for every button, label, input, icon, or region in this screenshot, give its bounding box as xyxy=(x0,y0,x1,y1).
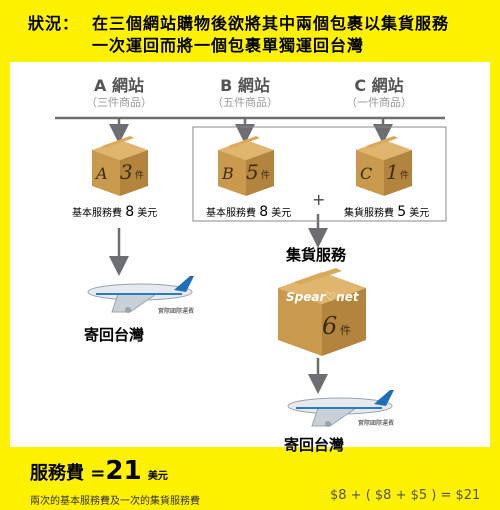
package-c-count: 1 xyxy=(386,160,399,184)
ship-home-b: 寄回台灣 xyxy=(284,436,345,454)
consolidation-title: 集貨服務 xyxy=(286,246,347,264)
site-b-fee-unit: 美元 xyxy=(271,208,292,219)
header-line-2: 一次運回而將一個包裹單獨運回台灣 xyxy=(92,36,365,55)
site-b-fee-value: 8 xyxy=(259,204,269,220)
consolidated-count: 6 xyxy=(322,312,338,340)
consolidated-unit: 件 xyxy=(340,324,351,337)
site-b-title: B 網站 xyxy=(220,76,270,95)
package-a-letter: A xyxy=(96,164,108,183)
package-b-letter: B xyxy=(222,164,234,183)
service-fee-equals: = xyxy=(90,463,106,484)
package-c-letter: C xyxy=(360,164,373,183)
heart-icon: ♡ xyxy=(325,290,337,304)
spearnet-logo-right: net xyxy=(336,290,359,304)
service-fee-unit: 美元 xyxy=(147,471,168,482)
package-b-unit: 件 xyxy=(261,171,271,181)
spearnet-logo-text: Spear♡net xyxy=(286,290,359,304)
service-fee-label: 服務費 xyxy=(30,463,84,484)
site-c-fee: 集貨服務費 5 美元 xyxy=(344,204,429,220)
service-fee-total: 服務費 =21 美元 xyxy=(30,456,168,486)
site-a-fee-label: 基本服務費 xyxy=(72,208,122,219)
site-a-title: A 網站 xyxy=(94,76,144,95)
package-a-icon xyxy=(92,136,148,196)
site-b-sub: （五件商品） xyxy=(212,96,278,109)
service-fee-note: 兩次的基本服務費及一次的集貨服務費 xyxy=(30,496,200,507)
header-line-1: 在三個網站購物後欲將其中兩個包裹以集貨服務 xyxy=(92,14,450,33)
site-a-fee: 基本服務費 8 美元 xyxy=(72,204,157,220)
site-a-fee-unit: 美元 xyxy=(137,208,158,219)
site-c-fee-label: 集貨服務費 xyxy=(344,208,394,219)
package-b-count: 5 xyxy=(246,160,259,184)
site-c-sub: （一件商品） xyxy=(346,96,412,109)
package-a-unit: 件 xyxy=(135,171,145,181)
site-a-fee-value: 8 xyxy=(125,204,135,220)
spearnet-logo-left: Spear xyxy=(286,290,326,304)
service-fee-value: 21 xyxy=(105,456,142,486)
site-c-title: C 網站 xyxy=(354,76,404,95)
combined-box-frame xyxy=(192,126,447,222)
airplane-icon-a xyxy=(87,276,194,313)
site-a-sub: （三件商品） xyxy=(86,96,152,109)
package-c-icon xyxy=(356,136,412,196)
package-c-unit: 件 xyxy=(400,171,410,181)
package-a-count: 3 xyxy=(120,160,133,184)
plane-a-caption: 實際國際運費 xyxy=(158,308,195,315)
site-b-fee: 基本服務費 8 美元 xyxy=(206,204,291,220)
airplane-icon-b xyxy=(287,390,394,427)
plane-b-caption: 實際國際運費 xyxy=(358,420,395,427)
site-c-fee-unit: 美元 xyxy=(409,208,430,219)
package-b-icon xyxy=(218,136,274,196)
service-fee-formula: $8 + ( $8 + $5 ) = $21 xyxy=(330,488,481,503)
situation-label: 狀況： xyxy=(28,14,80,33)
consolidated-package-icon xyxy=(278,268,366,356)
site-c-fee-value: 5 xyxy=(397,204,407,220)
plus-sign: + xyxy=(312,190,326,209)
site-b-fee-label: 基本服務費 xyxy=(206,208,256,219)
ship-home-a: 寄回台灣 xyxy=(84,326,145,344)
